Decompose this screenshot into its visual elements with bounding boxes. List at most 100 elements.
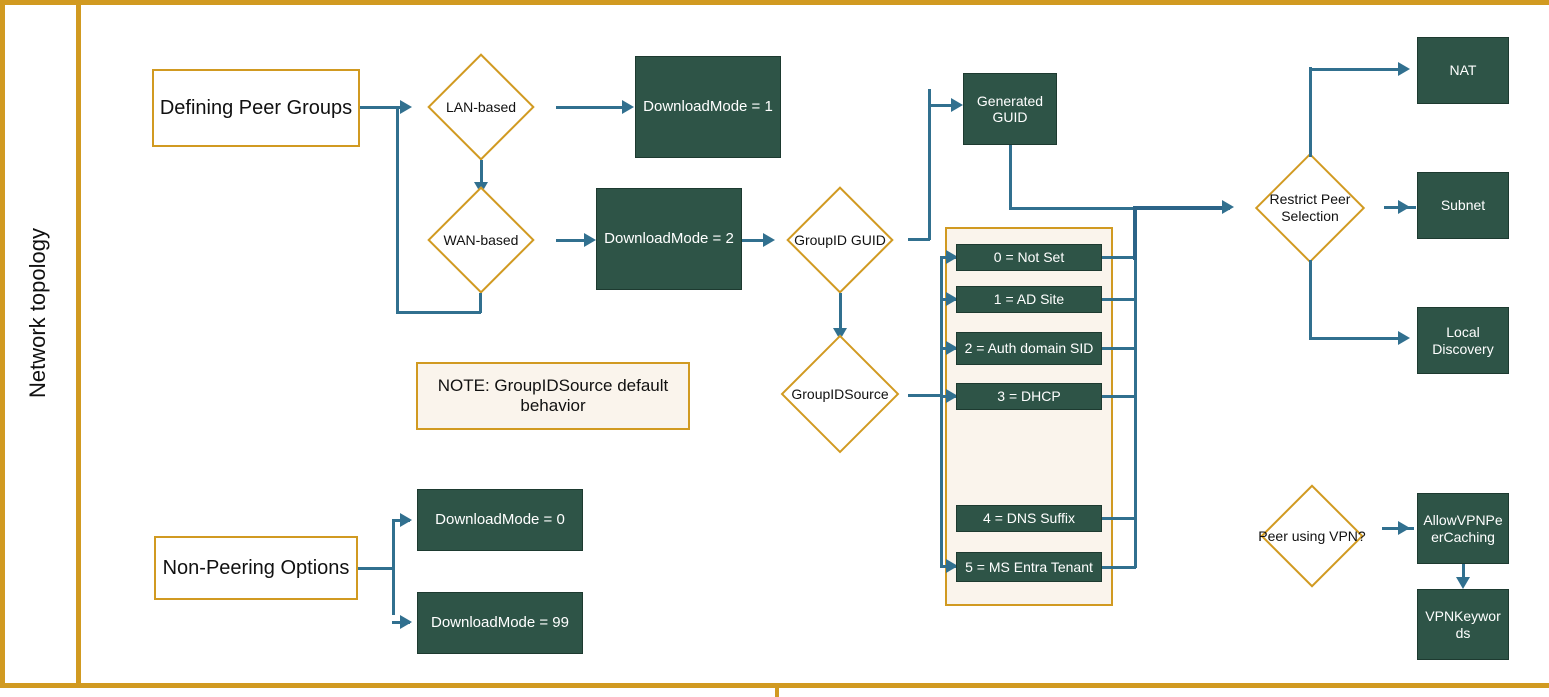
collector-option-1 [1102,298,1136,301]
connector-source-spine-down [940,394,943,566]
arrowhead-restrict-to-nat [1398,62,1410,76]
connector-generated-down [1009,145,1012,209]
connector-restrict-down [1309,260,1312,339]
connector-allow-to-keywords [1462,564,1465,580]
option-groupidsource-4[interactable]: 4 = DNS Suffix [956,505,1102,532]
connector-loopback-v2 [396,106,399,313]
arrowhead-guid-to-generated [951,98,963,112]
swimlane-label-network-topology: Network topology [25,228,50,398]
decision-groupid-guid-label: GroupID GUID [794,231,886,248]
connector-lan-to-dm1 [556,106,624,109]
decision-wan-based-label: WAN-based [443,231,519,248]
connector-guid-right [908,238,930,241]
note-line-2: behavior [520,396,586,415]
connector-loopback-h [396,311,481,314]
frame-left-border [0,0,5,688]
option-groupidsource-2[interactable]: 2 = Auth domain SID [956,332,1102,365]
connector-entry-to-lan [360,106,402,109]
node-subnet[interactable]: Subnet [1417,172,1509,239]
node-local-discovery[interactable]: Local Discovery [1417,307,1509,374]
connector-lan-to-wan [480,160,483,185]
node-downloadmode-99[interactable]: DownloadMode = 99 [417,592,583,654]
node-downloadmode-2[interactable]: DownloadMode = 2 [596,188,742,290]
connector-nonpeering-spine [392,519,395,615]
arrowhead-allow-to-keywords [1456,577,1470,589]
connector-guid-to-source [839,293,842,331]
arrowhead-to-option-0 [946,250,958,264]
entry-non-peering-options[interactable]: Non-Peering Options [154,536,358,600]
note-line-1: NOTE: GroupIDSource default [437,376,669,396]
option-groupidsource-1[interactable]: 1 = AD Site [956,286,1102,313]
note-groupidsource-default: NOTE: GroupIDSource default behavior [416,362,690,430]
panel-groupidsource-options [945,227,1113,606]
connector-wan-to-dm2 [556,239,586,242]
decision-lan-based[interactable]: LAN-based [405,53,557,161]
collector-option-3 [1102,395,1136,398]
arrowhead-wan-to-dm2 [584,233,596,247]
arrowhead-to-option-3 [946,389,958,403]
node-downloadmode-1[interactable]: DownloadMode = 1 [635,56,781,158]
decision-groupidsource-label: GroupIDSource [791,385,889,402]
arrowhead-trunk-to-restrict [1222,200,1234,214]
arrowhead-lan-to-dm1 [622,100,634,114]
decision-groupidsource[interactable]: GroupIDSource [770,332,910,456]
connector-restrict-to-nat [1309,68,1401,71]
connector-dm2-to-groupid [742,239,766,242]
connector-source-right [908,394,942,397]
node-local-discovery-line-2: Discovery [1432,340,1494,357]
node-vpnkeywords-line-2: ds [1455,624,1471,641]
decision-wan-based[interactable]: WAN-based [405,186,557,294]
collector-option-5 [1102,566,1136,569]
node-allowvpnpeercaching[interactable]: AllowVPNPe erCaching [1417,493,1509,564]
arrowhead-to-option-5 [946,559,958,573]
connector-generated-to-trunk [1009,207,1135,210]
frame-column-divider [76,0,81,688]
node-generated-guid-line-2: GUID [992,109,1028,125]
decision-groupid-guid[interactable]: GroupID GUID [770,186,910,294]
connector-restrict-up [1309,67,1312,157]
collector-option-0 [1102,256,1136,259]
arrowhead-nonpeering-to-dm0 [400,513,412,527]
decision-peer-using-vpn-label: Peer using VPN? [1258,527,1366,544]
node-allowvpnpeercaching-line-2: erCaching [1431,528,1495,545]
decision-restrict-peer-selection[interactable]: Restrict Peer Selection [1234,152,1386,264]
option-groupidsource-5[interactable]: 5 = MS Entra Tenant [956,552,1102,582]
decision-lan-based-label: LAN-based [445,98,517,115]
collector-trunk-vertical [1134,256,1137,568]
decision-restrict-line-2: Selection [1281,208,1339,224]
node-generated-guid-line-1: Generated [976,92,1044,109]
connector-guid-to-generated [928,104,954,107]
entry-defining-peer-groups[interactable]: Defining Peer Groups [152,69,360,147]
option-groupidsource-3[interactable]: 3 = DHCP [956,383,1102,410]
collector-option-2 [1102,347,1136,350]
connector-trunk-riser [1133,206,1137,260]
node-local-discovery-line-1: Local [1446,324,1480,341]
decision-restrict-line-1: Restrict Peer [1269,191,1351,208]
node-generated-guid[interactable]: Generated GUID [963,73,1057,145]
connector-trunk-to-restrict [1134,206,1230,210]
arrowhead-dm2-to-groupid [763,233,775,247]
arrowhead-vpn-to-allow [1398,521,1410,535]
frame-top-border [0,0,1549,5]
node-allowvpnpeercaching-line-1: AllowVPNPe [1423,512,1503,529]
arrowhead-to-option-1 [946,292,958,306]
decision-restrict-peer-selection-label: Restrict Peer Selection [1234,152,1386,264]
node-downloadmode-0[interactable]: DownloadMode = 0 [417,489,583,551]
decision-peer-using-vpn[interactable]: Peer using VPN? [1232,484,1392,588]
connector-loopback-v1 [479,293,482,313]
node-nat[interactable]: NAT [1417,37,1509,104]
arrowhead-restrict-to-local [1398,331,1410,345]
frame-bottom-border [0,683,1549,688]
connector-source-spine-up [940,256,943,396]
arrowhead-entry-to-lan [400,100,412,114]
connector-guid-up [928,89,931,240]
node-vpnkeywords-line-1: VPNKeywor [1425,608,1501,625]
arrowhead-to-option-2 [946,341,958,355]
frame-bottom-tick [775,683,779,697]
option-groupidsource-0[interactable]: 0 = Not Set [956,244,1102,271]
arrowhead-nonpeering-to-dm99 [400,615,412,629]
connector-nonpeering-stem [358,567,394,570]
node-vpnkeywords[interactable]: VPNKeywor ds [1417,589,1509,660]
collector-option-4 [1102,517,1136,520]
